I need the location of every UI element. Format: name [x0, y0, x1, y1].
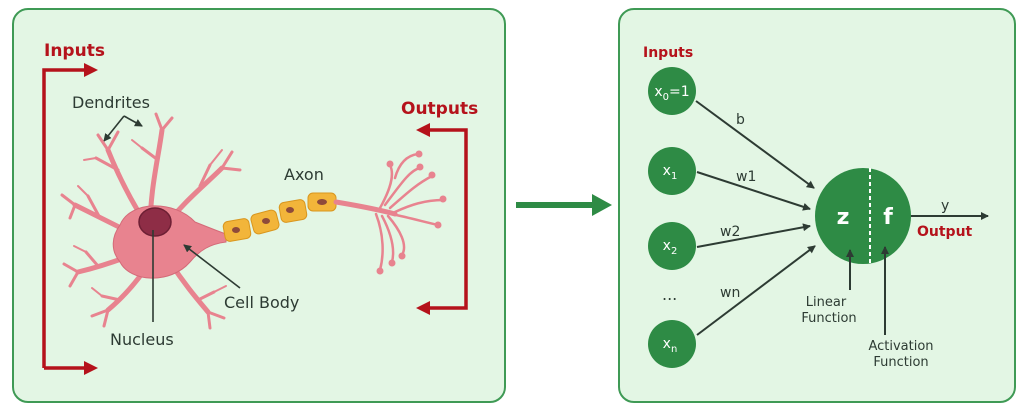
dendrites-pointer-left [103, 115, 125, 142]
axon-label: Axon [284, 165, 324, 184]
bio-outputs-label: Outputs [401, 99, 478, 119]
weight-label-w2: w2 [720, 224, 740, 240]
bio-inputs-label: Inputs [44, 41, 105, 61]
output-symbol: y [941, 198, 949, 214]
ellipsis: ... [662, 285, 677, 304]
svg-text:xn: xn [663, 336, 678, 355]
weight-connections [695, 100, 816, 336]
input-node-x2: x2 [648, 222, 696, 270]
linear-function-label-2: Function [801, 311, 856, 326]
nucleus [138, 207, 172, 237]
inputs-arrowhead-top [84, 63, 98, 77]
weight-label-w1: w1 [736, 169, 756, 185]
axon-terminals [333, 150, 447, 275]
cell-body-label: Cell Body [224, 293, 299, 312]
outputs-arrowhead-top [416, 123, 430, 137]
connection-w2 [696, 223, 811, 248]
connection-w1 [696, 171, 811, 211]
dendrites-label: Dendrites [72, 93, 150, 112]
activation-symbol: f [883, 205, 893, 230]
weight-label-wn: wn [720, 285, 740, 301]
linear-function-label-1: Linear [806, 295, 847, 310]
input-node-x1: x1 [648, 147, 696, 195]
inputs-arrowhead-bottom [84, 361, 98, 375]
input-node-xn: xn [648, 320, 696, 368]
transition-arrow [516, 194, 612, 216]
output-label: Output [917, 224, 973, 240]
input-node-x0: x0=1 [648, 67, 696, 115]
activation-function-label-1: Activation [868, 339, 933, 354]
svg-text:x1: x1 [663, 163, 678, 182]
cell-body-pointer [183, 244, 241, 289]
nucleus-label: Nucleus [110, 330, 174, 349]
ann-inputs-label: Inputs [643, 45, 693, 61]
linear-symbol: z [837, 205, 850, 230]
svg-text:x2: x2 [663, 238, 678, 257]
svg-text:x0=1: x0=1 [654, 84, 689, 103]
artificial-neuron-node: z f [815, 168, 911, 264]
outputs-arrowhead-bottom [416, 301, 430, 315]
connection-wn [696, 245, 816, 336]
outputs-bracket-arrow [428, 128, 468, 310]
connection-b [695, 100, 815, 189]
dendrites-pointer-right [123, 115, 143, 127]
inputs-bracket-arrow [42, 68, 86, 370]
weight-label-b: b [736, 112, 745, 128]
activation-function-label-2: Function [873, 355, 928, 370]
axon-myelin-sheath [222, 192, 337, 242]
